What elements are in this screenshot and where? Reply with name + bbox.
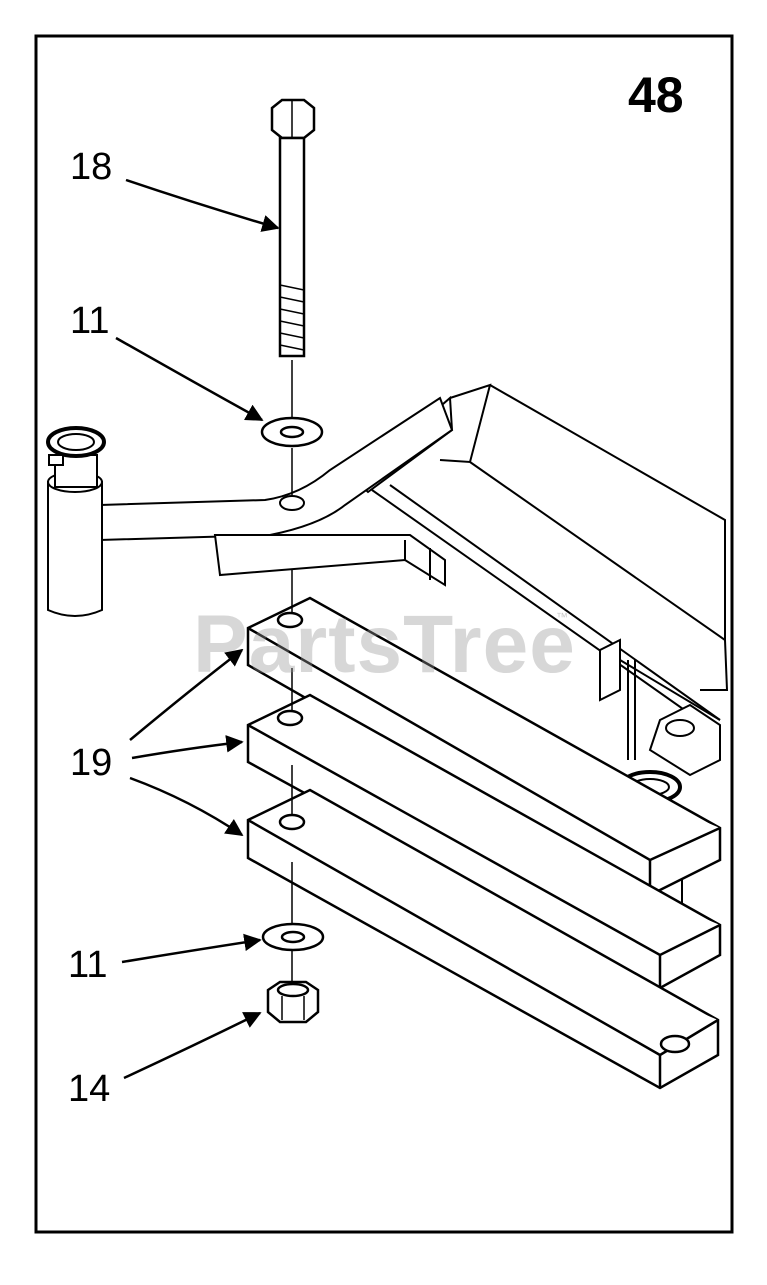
callout-18-bolt: 18 — [70, 146, 113, 188]
bottom-washer-drawing — [261, 922, 325, 952]
leader-19-c — [129, 776, 244, 837]
leader-18 — [125, 178, 280, 232]
watermark-tm: ™ — [556, 610, 568, 624]
left-caster-pivot — [46, 426, 106, 617]
leader-11-bottom — [121, 933, 262, 964]
figure-number: 48 — [628, 67, 684, 123]
bolt-drawing — [270, 98, 316, 358]
leader-14 — [123, 1011, 262, 1080]
swivel-arm — [99, 396, 454, 587]
callout-14-nut: 14 — [68, 1068, 111, 1110]
arm-hole — [279, 495, 305, 511]
leader-arrows — [115, 178, 280, 1080]
diagram-frame — [34, 34, 734, 1234]
watermark-logo: PartsTree — [193, 599, 576, 690]
callout-11-washer-top: 11 — [70, 300, 110, 342]
leader-11-top — [115, 336, 264, 422]
spacer-plates — [246, 596, 722, 1090]
leader-19-b — [131, 735, 244, 760]
top-washer-drawing — [260, 416, 324, 448]
callout-19-plates: 19 — [70, 742, 113, 784]
leader-19-a — [129, 648, 244, 741]
nut-drawing — [266, 980, 320, 1024]
callout-11-washer-bottom: 11 — [68, 944, 108, 986]
